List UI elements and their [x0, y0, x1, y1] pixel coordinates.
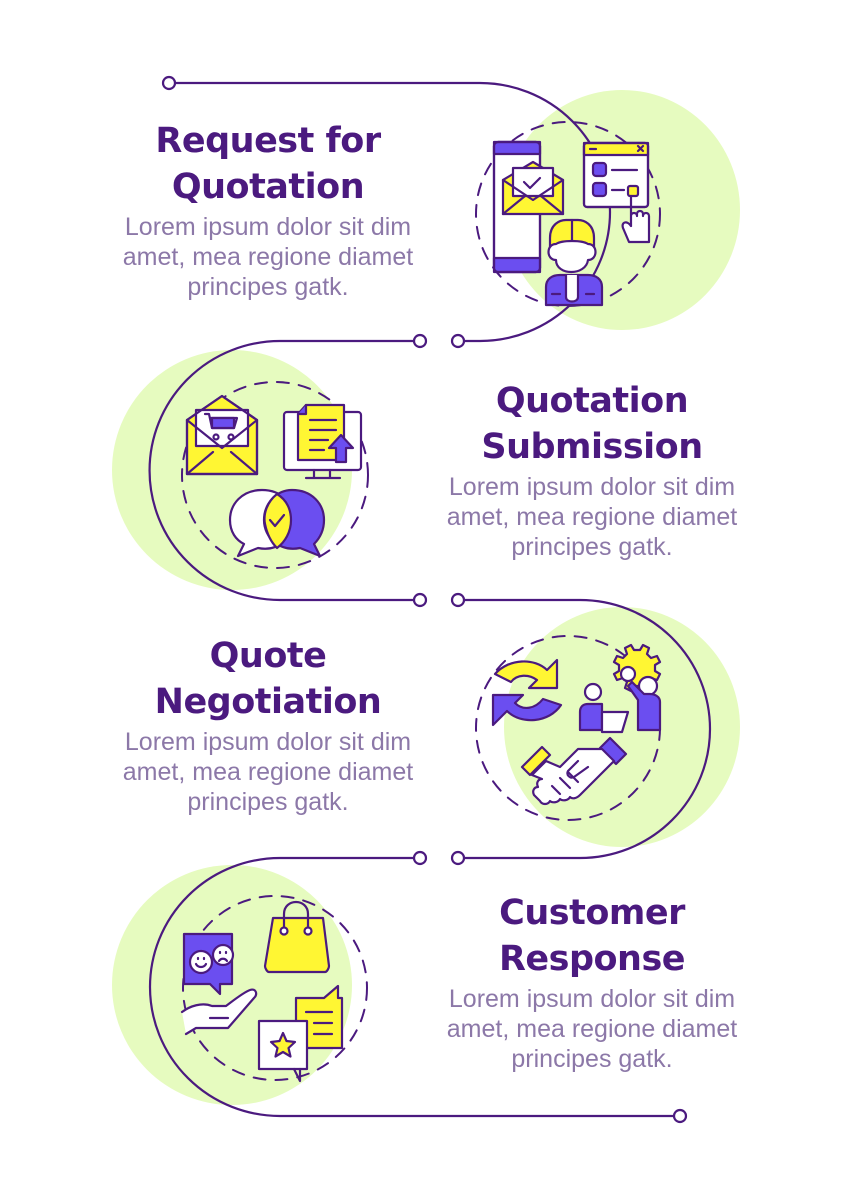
step-4-graphic — [112, 850, 688, 1124]
step-1-title: Request for Quotation — [98, 118, 438, 210]
step-4-description: Lorem ipsum dolor sit dim amet, mea regi… — [422, 984, 762, 1074]
step-3-desc-line-3: principes gatk. — [187, 788, 349, 816]
step-3-title-line-2: Negotiation — [154, 682, 382, 722]
refresh-arrows-icon — [491, 658, 563, 727]
step-1-text: Request for Quotation Lorem ipsum dolor … — [98, 118, 438, 302]
step-4-end-node — [672, 1108, 688, 1124]
step-2-title-line-2: Submission — [481, 427, 703, 467]
step-4-title-line-1: Customer — [499, 893, 685, 933]
step-2-graphic — [112, 333, 428, 608]
step-4-text: Customer Response Lorem ipsum dolor sit … — [422, 890, 762, 1074]
step-3-desc-line-1: Lorem ipsum dolor sit dim — [124, 728, 412, 756]
step-4-desc-line-3: principes gatk. — [511, 1045, 673, 1073]
handshake-icon — [520, 736, 628, 806]
step-3-text: Quote Negotiation Lorem ipsum dolor sit … — [98, 633, 438, 817]
step-2-text: Quotation Submission Lorem ipsum dolor s… — [422, 378, 762, 562]
feedback-faces-hand-icon — [180, 932, 258, 1036]
monitor-document-upload-icon — [282, 403, 363, 480]
step-3-connector — [462, 598, 712, 860]
step-1-desc-line-1: Lorem ipsum dolor sit dim — [124, 213, 412, 241]
step-1-title-line-1: Request for — [155, 121, 381, 161]
step-1-title-line-2: Quotation — [171, 167, 365, 207]
step-3-graphic — [450, 592, 740, 866]
team-gear-meeting-icon — [578, 643, 662, 734]
step-1-description: Lorem ipsum dolor sit dim amet, mea regi… — [98, 212, 438, 302]
step-2-dashed-ring — [181, 381, 369, 569]
step-2-start-node — [412, 333, 428, 349]
step-3-start-node — [450, 592, 466, 608]
browser-window-click-icon — [582, 141, 651, 244]
step-2-description: Lorem ipsum dolor sit dim amet, mea regi… — [422, 472, 762, 562]
step-3-title-line-1: Quote — [209, 636, 327, 676]
step-3-end-node — [450, 850, 466, 866]
smartphone-email-check-icon — [492, 140, 565, 274]
step-3-description: Lorem ipsum dolor sit dim amet, mea regi… — [98, 727, 438, 817]
customer-person-icon — [544, 218, 604, 307]
step-4-dashed-ring — [182, 895, 368, 1081]
step-3-title: Quote Negotiation — [98, 633, 438, 725]
step-1-desc-line-3: principes gatk. — [187, 273, 349, 301]
step-4-title: Customer Response — [422, 890, 762, 982]
step-4-connector — [148, 856, 676, 1118]
step-1-end-node — [450, 333, 466, 349]
step-2-title: Quotation Submission — [422, 378, 762, 470]
step-1-graphic — [161, 75, 740, 349]
step-2-desc-line-3: principes gatk. — [511, 533, 673, 561]
review-star-chat-icon — [257, 984, 344, 1083]
envelope-cart-icon — [185, 394, 259, 476]
step-4-start-node — [412, 850, 428, 866]
step-2-desc-line-2: amet, mea regione diamet — [446, 503, 738, 531]
speech-bubbles-agreement-icon — [228, 488, 326, 558]
step-2-end-node — [412, 592, 428, 608]
step-2-title-line-1: Quotation — [495, 381, 689, 421]
step-1-start-node — [161, 75, 177, 91]
step-3-desc-line-2: amet, mea regione diamet — [122, 758, 414, 786]
step-1-desc-line-2: amet, mea regione diamet — [122, 243, 414, 271]
step-4-title-line-2: Response — [498, 939, 686, 979]
step-4-desc-line-2: amet, mea regione diamet — [446, 1015, 738, 1043]
step-2-desc-line-1: Lorem ipsum dolor sit dim — [448, 473, 736, 501]
shopping-bag-icon — [263, 900, 331, 974]
step-1-connector — [173, 81, 612, 343]
step-4-desc-line-1: Lorem ipsum dolor sit dim — [448, 985, 736, 1013]
step-2-connector-top — [148, 339, 416, 602]
